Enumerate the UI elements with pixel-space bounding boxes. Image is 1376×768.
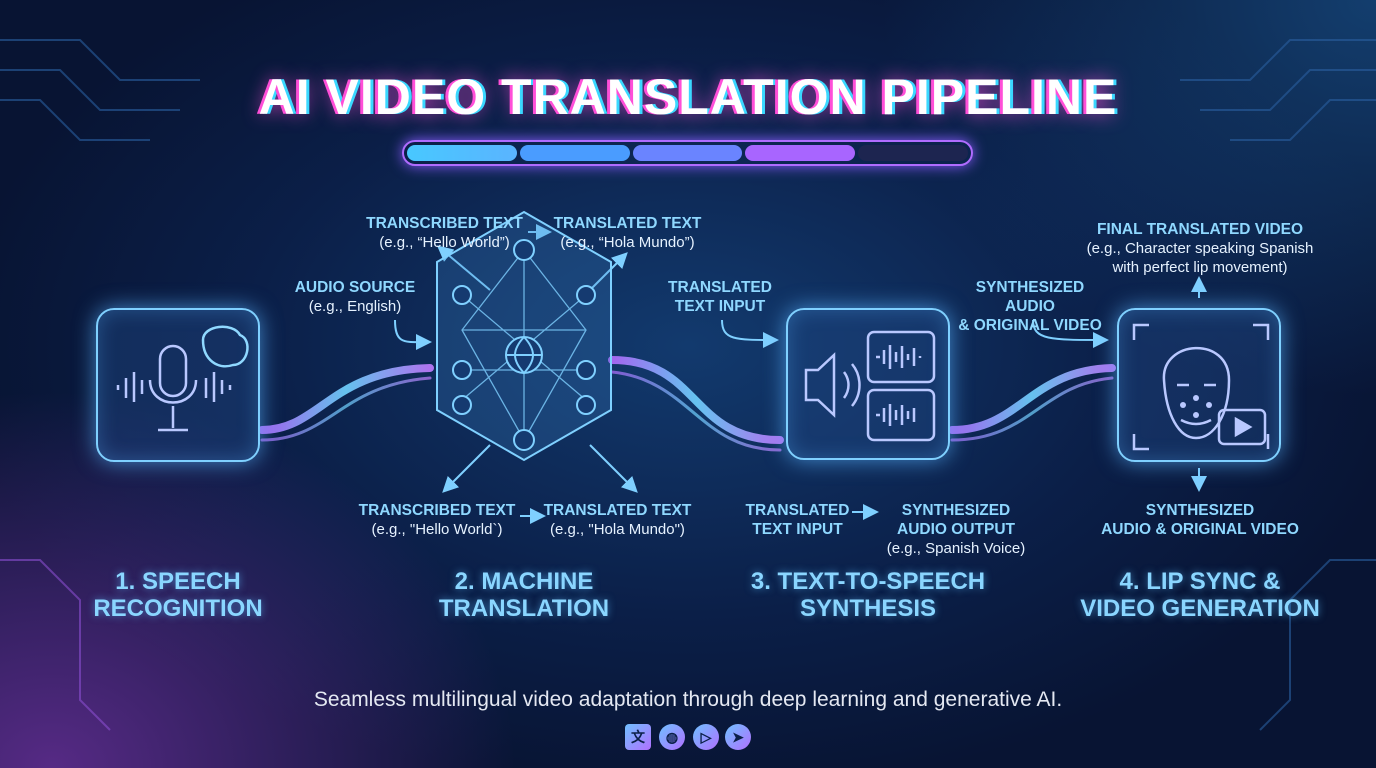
label-sub: (e.g., Spanish Voice) (886, 540, 1026, 557)
synth-audio-video-bottom-label: SYNTHESIZED AUDIO & ORIGINAL VIDEO (1100, 501, 1300, 539)
stage-title-line: 3. TEXT-TO-SPEECH (750, 568, 986, 595)
label-sub: (e.g., “Hello World”) (379, 234, 510, 251)
stage-title-line: 2. MACHINE (454, 568, 594, 595)
label-title: TRANSCRIBED TEXT (366, 215, 523, 232)
lip-sync-card (1117, 308, 1281, 462)
stage-title-line: 1. SPEECH (115, 568, 241, 595)
background-glow-left (0, 388, 520, 768)
stage-title-line: SYNTHESIS (799, 595, 937, 622)
pipeline-progress-bar (402, 140, 973, 166)
play-store-icon: ▷ (693, 724, 719, 750)
stage-title-line: RECOGNITION (93, 595, 263, 622)
label-title: & ORIGINAL VIDEO (958, 317, 1102, 334)
final-video-label: FINAL TRANSLATED VIDEO (e.g., Character s… (1080, 220, 1320, 277)
label-sub: (e.g., "Hello World`) (371, 521, 503, 538)
label-title: SYNTHESIZED AUDIO (975, 279, 1085, 315)
label-title: AUDIO & ORIGINAL VIDEO (1101, 521, 1299, 538)
audio-source-label: AUDIO SOURCE (e.g., English) (280, 278, 430, 316)
progress-segment (745, 145, 856, 161)
translate-icon: 文 (625, 724, 651, 750)
bottom-transcribed-label: TRANSCRIBED TEXT (e.g., "Hello World`) (352, 501, 522, 539)
label-title: TEXT INPUT (752, 521, 843, 538)
label-title: TRANSLATED TEXT (543, 502, 692, 519)
synth-output-label: SYNTHESIZED AUDIO OUTPUT (e.g., Spanish Vo… (876, 501, 1036, 558)
label-title: TRANSCRIBED TEXT (358, 502, 516, 519)
stage-title-line: TRANSLATION (438, 595, 610, 622)
progress-segment (632, 145, 743, 161)
bottom-translated-label: TRANSLATED TEXT (e.g., "Hola Mundo") (540, 501, 695, 539)
label-title: SYNTHESIZED (901, 502, 1011, 519)
page-title: AI VIDEO TRANSLATION PIPELINE (258, 69, 1118, 125)
top-transcribed-label: TRANSCRIBED TEXT (e.g., “Hello World”) (362, 214, 527, 252)
label-title: TRANSLATED (745, 502, 850, 519)
caption: Seamless multilingual video adaptation t… (313, 688, 1063, 711)
top-translated-label: TRANSLATED TEXT (e.g., “Hola Mundo”) (550, 214, 705, 252)
telegram-icon: ➤ (725, 724, 751, 750)
label-sub: (e.g., English) (308, 298, 402, 315)
label-title: AUDIO OUTPUT (897, 521, 1015, 538)
background-glow-right (876, 0, 1376, 400)
stage-title-lip-sync: 4. LIP SYNC &VIDEO GENERATION (1060, 568, 1340, 622)
speaker-waveform-icon (804, 330, 936, 442)
label-sub: (e.g., "Hola Mundo") (550, 521, 685, 538)
microphone-brain-icon (116, 325, 249, 432)
hexagon-neural-network (436, 210, 612, 462)
label-title: TEXT INPUT (674, 298, 766, 315)
flow-ribbons (258, 356, 1116, 452)
speech-recognition-card (96, 308, 260, 462)
translated-input-top-label: TRANSLATED TEXT INPUT (660, 278, 780, 316)
translated-input-bottom-label: TRANSLATED TEXT INPUT (740, 501, 855, 539)
label-sub: (e.g., “Hola Mundo”) (560, 234, 695, 251)
stage-title-line: 4. LIP SYNC & (1119, 568, 1281, 595)
label-title: TRANSLATED (668, 279, 772, 296)
label-title: AUDIO SOURCE (294, 279, 416, 296)
stage-title-line: VIDEO GENERATION (1080, 595, 1320, 622)
label-title: TRANSLATED TEXT (553, 215, 702, 232)
synth-audio-video-top-label: SYNTHESIZED AUDIO & ORIGINAL VIDEO (950, 278, 1110, 335)
text-to-speech-card (786, 308, 950, 460)
progress-segment (407, 145, 517, 161)
face-mesh-video-icon (1132, 323, 1270, 451)
label-sub: (e.g., Character speaking Spanish (1086, 240, 1314, 257)
label-sub: with perfect lip movement) (1112, 259, 1288, 276)
progress-segment (519, 145, 630, 161)
label-title: FINAL TRANSLATED VIDEO (1096, 221, 1304, 238)
progress-segment (858, 145, 968, 161)
globe-icon: ◍ (659, 724, 685, 750)
label-title: SYNTHESIZED (1145, 502, 1255, 519)
circuit-traces (0, 39, 1376, 731)
